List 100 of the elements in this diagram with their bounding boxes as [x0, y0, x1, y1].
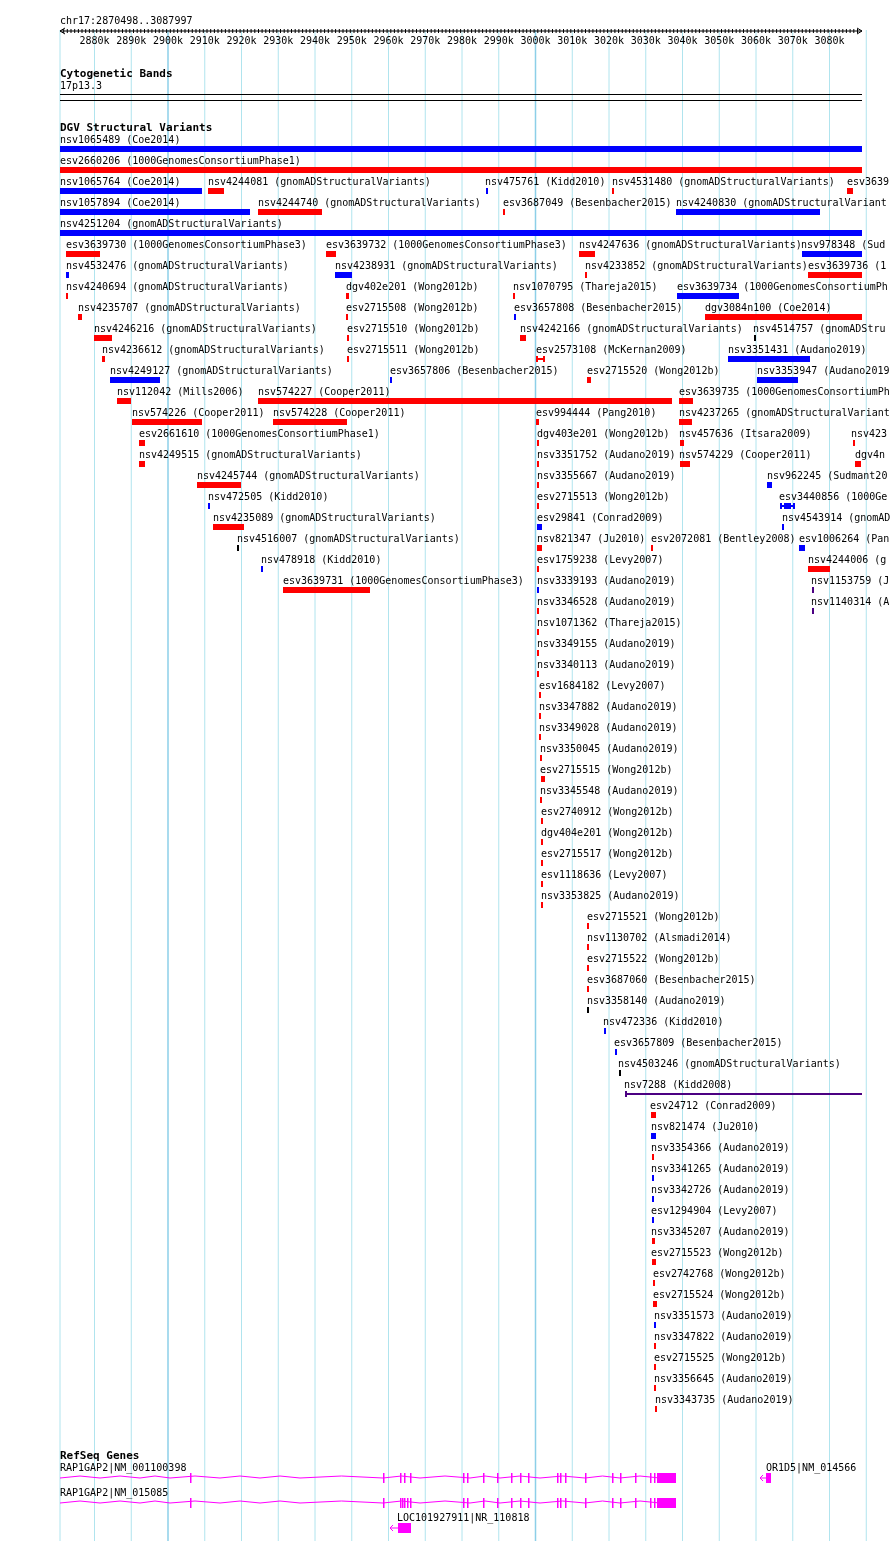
- variant-label: esv2715508 (Wong2012b): [346, 302, 479, 314]
- variant-label: esv2661610 (1000GenomesConsortiumPhase1): [139, 428, 380, 440]
- variant-label: esv3687060 (Besenbacher2015): [587, 974, 756, 986]
- variant-label: esv2715511 (Wong2012b): [347, 344, 480, 356]
- variant-label: esv2715520 (Wong2012b): [587, 365, 720, 377]
- variant-label: nsv574229 (Cooper2011): [679, 449, 812, 461]
- gene-label: RAP1GAP2|NM_001100398: [60, 1462, 187, 1474]
- variant-label: nsv3341265 (Audano2019): [651, 1163, 790, 1175]
- variant-label: dgv403e201 (Wong2012b): [537, 428, 670, 440]
- variant-label: nsv423: [851, 428, 888, 440]
- variant-label: dgv3084n100 (Coe2014): [705, 302, 832, 314]
- variant-label: nsv478918 (Kidd2010): [261, 554, 382, 566]
- variant-label: nsv3351573 (Audano2019): [654, 1310, 793, 1322]
- variant-label: nsv1153759 (J: [811, 575, 890, 587]
- tick-label: 2900k: [153, 35, 184, 47]
- tick-label: 2930k: [263, 35, 294, 47]
- variant-label: nsv574227 (Cooper2011): [258, 386, 391, 398]
- variant-label: esv2715522 (Wong2012b): [587, 953, 720, 965]
- variant-label: nsv3351431 (Audano2019): [728, 344, 867, 356]
- variant-label: nsv1130702 (Alsmadi2014): [587, 932, 732, 944]
- variant-label: nsv457636 (Itsara2009): [679, 428, 812, 440]
- variant-label: nsv4249515 (gnomADStructuralVariants): [139, 449, 362, 461]
- track-title: Cytogenetic Bands: [60, 68, 173, 80]
- gene-label: LOC101927911|NR_110818: [397, 1512, 530, 1524]
- variant-label: nsv4503246 (gnomADStructuralVariants): [618, 1058, 841, 1070]
- variant-label: nsv4531480 (gnomADStructuralVariants): [612, 176, 835, 188]
- variant-label: dgv4n: [855, 449, 886, 461]
- tick-label: 3070k: [777, 35, 808, 47]
- variant-label: nsv4240830 (gnomADStructuralVariant: [676, 197, 887, 209]
- variant-label: nsv3351752 (Audano2019): [537, 449, 676, 461]
- variant-label: esv3440856 (1000Ge: [779, 491, 888, 503]
- variant-label: nsv4235707 (gnomADStructuralVariants): [78, 302, 301, 314]
- tick-label: 2940k: [300, 35, 331, 47]
- variant-label: nsv1065489 (Coe2014): [60, 134, 181, 146]
- variant-label: esv1684182 (Levy2007): [539, 680, 666, 692]
- variant-label: nsv821347 (Ju2010): [537, 533, 646, 545]
- variant-label: esv3639730 (1000GenomesConsortiumPhase3): [66, 239, 307, 251]
- variant-label: nsv4244081 (gnomADStructuralVariants): [208, 176, 431, 188]
- variant-label: esv3657808 (Besenbacher2015): [514, 302, 683, 314]
- tick-label: 3000k: [520, 35, 551, 47]
- variant-label: nsv574226 (Cooper2011): [132, 407, 265, 419]
- locus-label: chr17:2870498..3087997: [60, 15, 193, 27]
- tick-label: 2950k: [336, 35, 367, 47]
- tick-label: 2960k: [373, 35, 404, 47]
- variant-label: nsv4247636 (gnomADStructuralVariants): [579, 239, 802, 251]
- variant-label: nsv3345207 (Audano2019): [651, 1226, 790, 1238]
- variant-label: nsv3343735 (Audano2019): [655, 1394, 794, 1406]
- variant-label: esv2715517 (Wong2012b): [541, 848, 674, 860]
- variant-label: nsv1140314 (A: [811, 596, 890, 608]
- variant-label: esv3639735 (1000GenomesConsortiumPh: [679, 386, 890, 398]
- tick-label: 2880k: [79, 35, 110, 47]
- variant-label: nsv962245 (Sudmant20: [767, 470, 888, 482]
- variant-label: nsv4516007 (gnomADStructuralVariants): [237, 533, 460, 545]
- variant-label: esv1118636 (Levy2007): [541, 869, 668, 881]
- variant-label: nsv3345548 (Audano2019): [540, 785, 679, 797]
- variant-label: esv3657806 (Besenbacher2015): [390, 365, 559, 377]
- variant-label: nsv4236612 (gnomADStructuralVariants): [102, 344, 325, 356]
- variant-label: nsv4233852 (gnomADStructuralVariants): [585, 260, 808, 272]
- variant-label: nsv4251204 (gnomADStructuralVariants): [60, 218, 283, 230]
- variant-label: nsv475761 (Kidd2010): [485, 176, 606, 188]
- variant-label: esv24712 (Conrad2009): [650, 1100, 777, 1112]
- variant-label: esv2715513 (Wong2012b): [537, 491, 670, 503]
- variant-label: esv3639: [847, 176, 890, 188]
- tick-label: 2980k: [447, 35, 478, 47]
- variant-label: esv2715521 (Wong2012b): [587, 911, 720, 923]
- variant-label: esv3639731 (1000GenomesConsortiumPhase3): [283, 575, 524, 587]
- variant-label: nsv3355667 (Audano2019): [537, 470, 676, 482]
- variant-label: esv2660206 (1000GenomesConsortiumPhase1): [60, 155, 301, 167]
- track-title: RefSeq Genes: [60, 1450, 140, 1462]
- variant-label: esv1759238 (Levy2007): [537, 554, 664, 566]
- variant-label: nsv112042 (Mills2006): [117, 386, 244, 398]
- gene-label: OR1D5|NM_014566: [766, 1462, 857, 1474]
- variant-label: esv2715525 (Wong2012b): [654, 1352, 787, 1364]
- variant-label: nsv4244740 (gnomADStructuralVariants): [258, 197, 481, 209]
- variant-label: nsv4543914 (gnomAD: [782, 512, 890, 524]
- variant-label: nsv3353947 (Audano2019: [757, 365, 890, 377]
- variant-label: nsv574228 (Cooper2011): [273, 407, 406, 419]
- variant-label: esv2715523 (Wong2012b): [651, 1247, 784, 1259]
- variant-label: nsv3353825 (Audano2019): [541, 890, 680, 902]
- tick-label: 3030k: [630, 35, 661, 47]
- variant-label: nsv7288 (Kidd2008): [624, 1079, 733, 1091]
- variant-label: esv2740912 (Wong2012b): [541, 806, 674, 818]
- variant-label: nsv4237265 (gnomADStructuralVariant: [679, 407, 890, 419]
- track-title: DGV Structural Variants: [60, 122, 213, 134]
- tick-label: 2920k: [226, 35, 257, 47]
- variant-label: nsv3358140 (Audano2019): [587, 995, 726, 1007]
- variant-label: esv1006264 (Pan: [799, 533, 890, 545]
- variant-label: nsv4240694 (gnomADStructuralVariants): [66, 281, 289, 293]
- variant-label: dgv402e201 (Wong2012b): [346, 281, 479, 293]
- tick-label: 3040k: [667, 35, 698, 47]
- variant-label: esv2715524 (Wong2012b): [653, 1289, 786, 1301]
- variant-label: nsv978348 (Sud: [801, 239, 886, 251]
- variant-label: nsv4242166 (gnomADStructuralVariants): [520, 323, 743, 335]
- variant-label: nsv1057894 (Coe2014): [60, 197, 181, 209]
- variant-label: nsv3349028 (Audano2019): [539, 722, 678, 734]
- variant-label: nsv4244006 (g: [808, 554, 887, 566]
- variant-label: nsv3340113 (Audano2019): [537, 659, 676, 671]
- variant-label: esv3687049 (Besenbacher2015): [503, 197, 672, 209]
- tick-label: 2910k: [189, 35, 220, 47]
- variant-label: esv994444 (Pang2010): [536, 407, 657, 419]
